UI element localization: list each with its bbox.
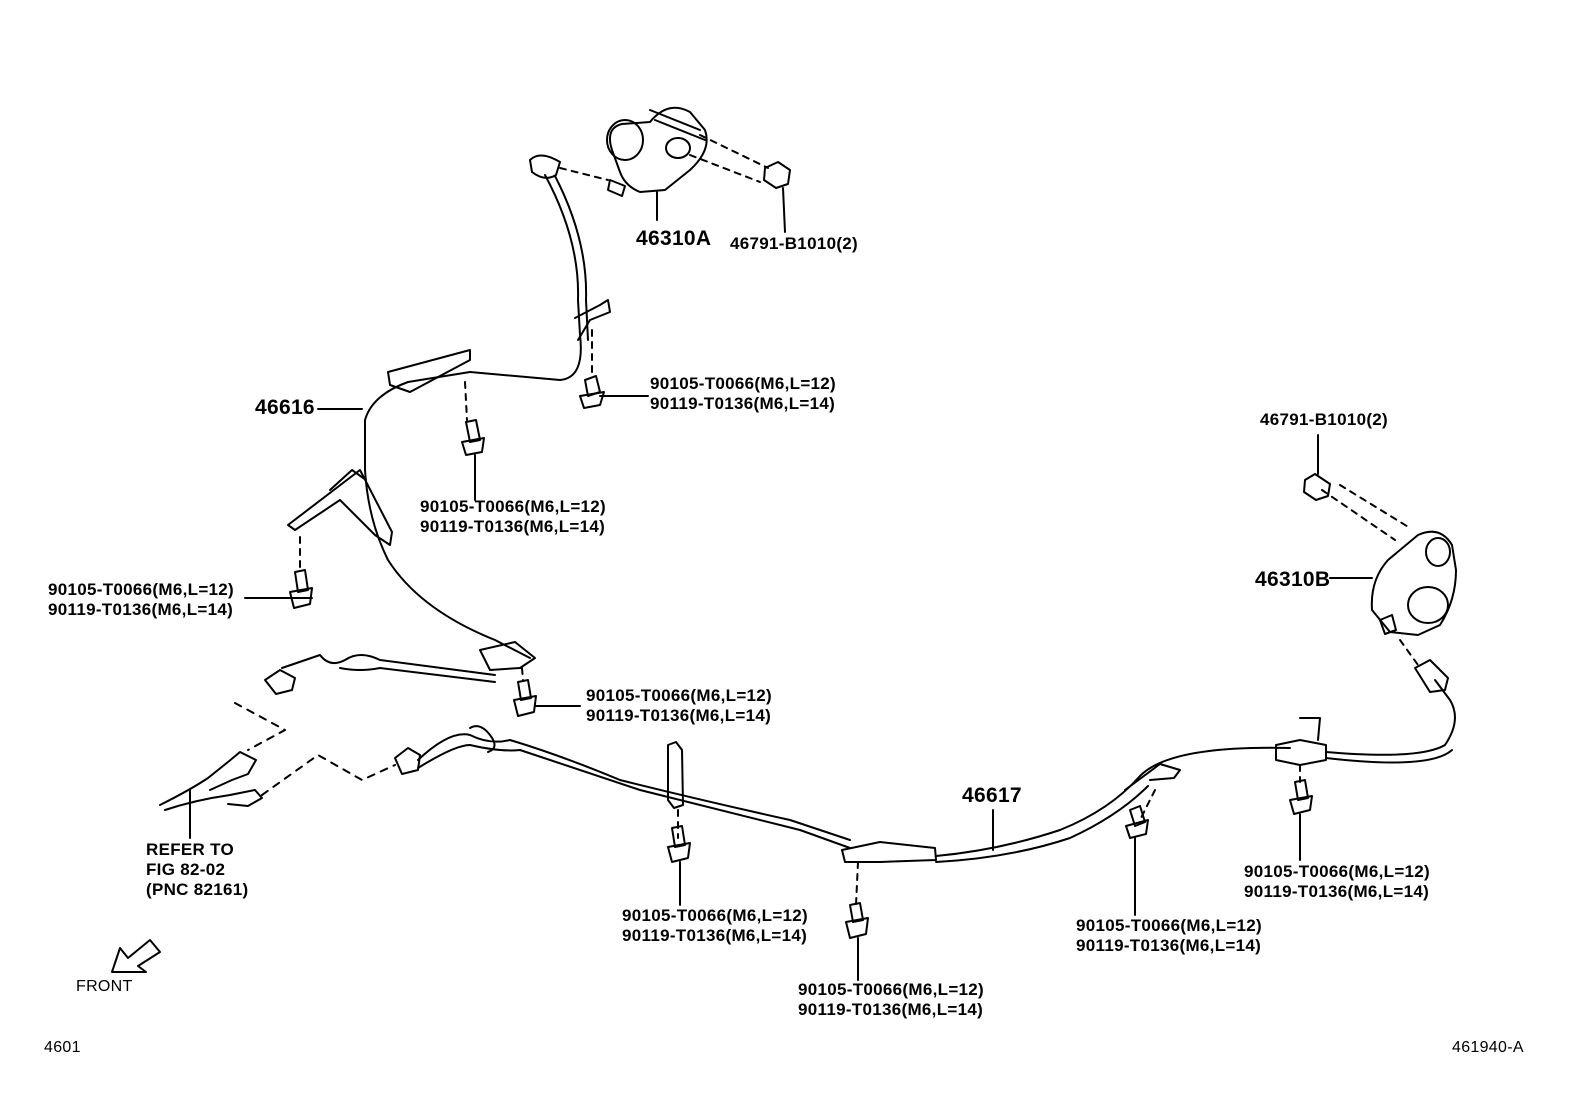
figure-code: 461940-A — [1452, 1039, 1524, 1056]
bolt-label-5: 90105-T0066(M6,L=12) 90119-T0136(M6,L=14… — [622, 906, 808, 946]
cable-46617-drawing — [395, 640, 1455, 905]
bolt-label-1-line2: 90119-T0136(M6,L=14) — [650, 394, 836, 413]
bolt-46791-top-drawing — [764, 162, 790, 232]
label-46791-right: 46791-B1010(2) — [1260, 410, 1389, 429]
flange-bolt-5 — [668, 826, 690, 905]
actuator-46310a-drawing — [607, 108, 707, 196]
bolt-label-3-line2: 90119-T0136(M6,L=14) — [48, 600, 234, 619]
bolt-label-2-line2: 90119-T0136(M6,L=14) — [420, 517, 606, 536]
page-code: 4601 — [44, 1039, 81, 1056]
label-46617: 46617 — [962, 784, 1022, 807]
label-46310b: 46310B — [1255, 568, 1331, 591]
front-arrow-icon — [112, 940, 160, 972]
bolt-label-1: 90105-T0066(M6,L=12) 90119-T0136(M6,L=14… — [650, 374, 836, 414]
bolt-label-2-line1: 90105-T0066(M6,L=12) — [420, 497, 607, 516]
bolt-label-6: 90105-T0066(M6,L=12) 90119-T0136(M6,L=14… — [798, 980, 984, 1020]
bolt-label-7: 90105-T0066(M6,L=12) 90119-T0136(M6,L=14… — [1076, 916, 1262, 956]
flange-bolt-3 — [245, 570, 312, 608]
bolt-label-3-line1: 90105-T0066(M6,L=12) — [48, 580, 235, 599]
bolt-label-1-line1: 90105-T0066(M6,L=12) — [650, 374, 837, 393]
flange-bolt-7 — [1126, 806, 1148, 915]
bolt-label-5-line2: 90119-T0136(M6,L=14) — [622, 926, 808, 945]
bolt-label-4-line2: 90119-T0136(M6,L=14) — [586, 706, 772, 725]
cable-46616-drawing — [265, 155, 610, 694]
flange-bolt-6 — [846, 903, 868, 980]
refer-note-line2: FIG 82-02 — [146, 860, 226, 879]
bolt-label-2: 90105-T0066(M6,L=12) 90119-T0136(M6,L=14… — [420, 497, 606, 537]
bolt-label-6-line2: 90119-T0136(M6,L=14) — [798, 1000, 984, 1019]
bolt-label-4-line1: 90105-T0066(M6,L=12) — [586, 686, 773, 705]
bolt-label-8-line1: 90105-T0066(M6,L=12) — [1244, 862, 1431, 881]
harness-connector-drawing — [160, 752, 262, 838]
label-46616: 46616 — [255, 396, 315, 419]
bolt-label-6-line1: 90105-T0066(M6,L=12) — [798, 980, 985, 999]
bolt-label-3: 90105-T0066(M6,L=12) 90119-T0136(M6,L=14… — [48, 580, 234, 620]
actuator-46310b-drawing — [1330, 532, 1456, 635]
bolt-label-8-line2: 90119-T0136(M6,L=14) — [1244, 882, 1430, 901]
bolt-label-7-line1: 90105-T0066(M6,L=12) — [1076, 916, 1263, 935]
bolt-46791-right-drawing — [1304, 435, 1330, 500]
bolt-label-7-line2: 90119-T0136(M6,L=14) — [1076, 936, 1262, 955]
refer-note-line3: (PNC 82161) — [146, 880, 249, 899]
label-46310a: 46310A — [636, 227, 712, 250]
refer-note-line1: REFER TO — [146, 840, 235, 859]
flange-bolt-1 — [580, 376, 648, 408]
bolt-label-8: 90105-T0066(M6,L=12) 90119-T0136(M6,L=14… — [1244, 862, 1430, 902]
bolt-label-4: 90105-T0066(M6,L=12) 90119-T0136(M6,L=14… — [586, 686, 772, 726]
bolt-label-5-line1: 90105-T0066(M6,L=12) — [622, 906, 809, 925]
refer-note: REFER TO FIG 82-02 (PNC 82161) — [146, 840, 249, 900]
label-46791-top: 46791-B1010(2) — [730, 234, 859, 253]
flange-bolt-8 — [1290, 780, 1312, 860]
flange-bolt-4 — [514, 680, 580, 716]
front-label: FRONT — [76, 978, 133, 995]
flange-bolt-2 — [462, 420, 484, 500]
